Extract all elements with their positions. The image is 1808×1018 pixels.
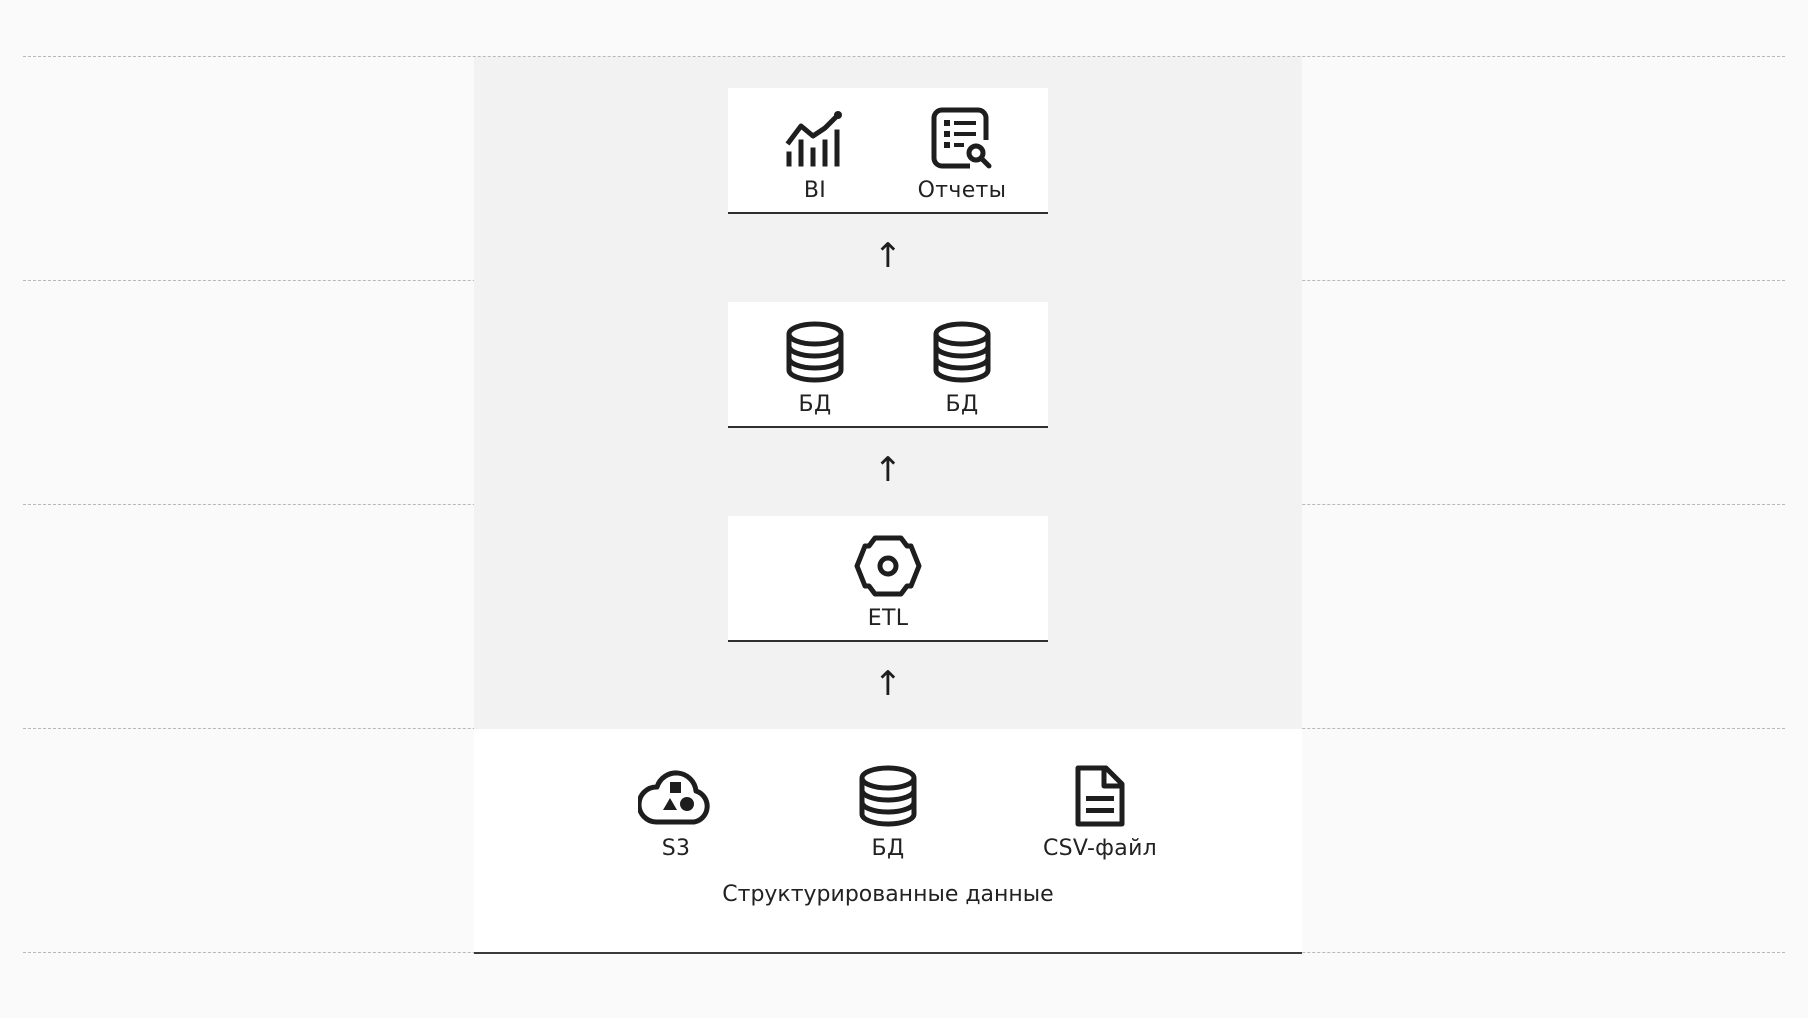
database-label: БД — [945, 392, 979, 417]
s3-item[interactable]: S3 — [606, 764, 746, 862]
arrow-up-icon: ↑ — [873, 236, 903, 276]
arrow-up-icon: ↑ — [873, 450, 903, 490]
s3-label: S3 — [661, 836, 691, 861]
database-item[interactable]: БД — [892, 320, 1032, 418]
etl-label: ETL — [867, 606, 909, 631]
chart-line-icon — [785, 111, 842, 167]
database-label: БД — [798, 392, 832, 417]
database-item[interactable]: БД — [745, 320, 885, 418]
gear-hexagon-icon — [854, 535, 922, 597]
database-label: БД — [871, 836, 905, 861]
database-icon — [933, 321, 991, 383]
database-icon — [859, 765, 917, 827]
arrow-up-icon: ↑ — [873, 664, 903, 704]
database-icon — [786, 321, 844, 383]
guide-line — [23, 56, 1785, 57]
storage-card: БД БД — [728, 302, 1048, 428]
document-icon — [1075, 765, 1125, 827]
report-search-icon — [931, 107, 992, 169]
csv-item[interactable]: CSV-файл — [1030, 764, 1170, 862]
cloud-shapes-icon — [638, 770, 710, 825]
reports-item[interactable]: Отчеты — [892, 106, 1032, 204]
etl-card: ETL — [728, 516, 1048, 642]
bi-label: BI — [803, 178, 827, 203]
etl-item[interactable]: ETL — [818, 534, 958, 632]
database-item[interactable]: БД — [818, 764, 958, 862]
sources-caption: Структурированные данные — [722, 882, 1054, 907]
csv-label: CSV-файл — [1042, 836, 1158, 861]
consumers-card: BI Отчеты — [728, 88, 1048, 214]
reports-label: Отчеты — [917, 178, 1007, 203]
bi-item[interactable]: BI — [745, 106, 885, 204]
